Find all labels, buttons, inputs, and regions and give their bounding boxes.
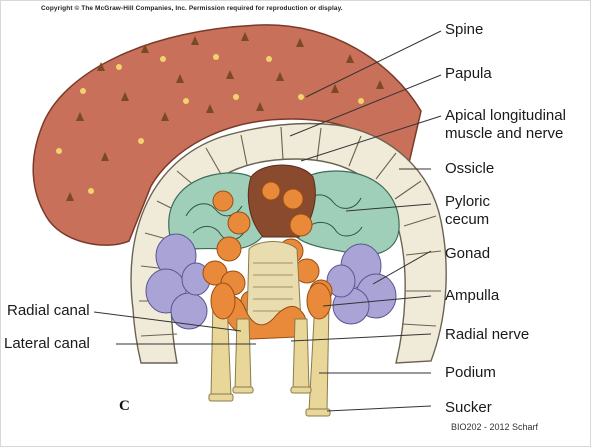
label-radial-canal: Radial canal: [7, 302, 90, 319]
label-pyloric-line1: Pyloric: [445, 193, 490, 210]
label-papula: Papula: [445, 65, 492, 82]
label-ossicle: Ossicle: [445, 160, 494, 177]
label-pyloric-line2: cecum: [445, 211, 489, 228]
label-gonad: Gonad: [445, 245, 490, 262]
label-radial-nerve: Radial nerve: [445, 326, 529, 343]
slide-credit: BIO202 - 2012 Scharf: [451, 422, 538, 432]
copyright-notice: Copyright © The McGraw-Hill Companies, I…: [41, 5, 481, 12]
label-apical-line1: Apical longitudinal: [445, 107, 566, 124]
label-sucker: Sucker: [445, 399, 492, 416]
label-lateral-canal: Lateral canal: [4, 335, 90, 352]
label-apical-line2: muscle and nerve: [445, 125, 563, 142]
label-podium: Podium: [445, 364, 496, 381]
label-ampulla: Ampulla: [445, 287, 499, 304]
label-spine: Spine: [445, 21, 483, 38]
panel-letter: C: [119, 398, 130, 415]
